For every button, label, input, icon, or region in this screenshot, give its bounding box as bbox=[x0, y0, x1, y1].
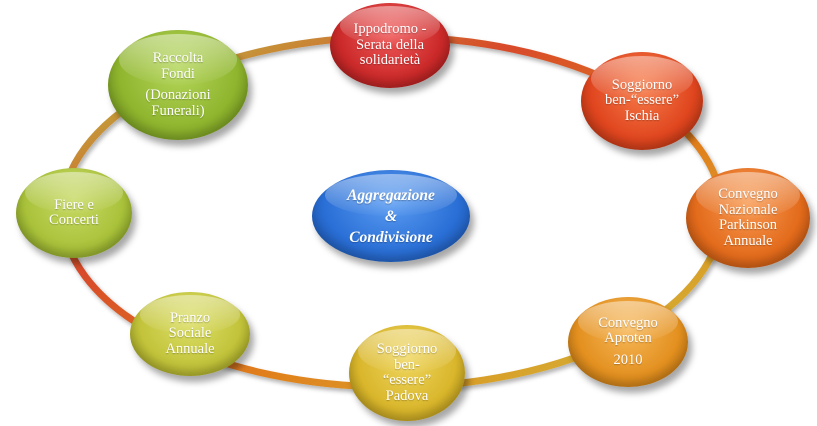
node-convegno-aproten-line3: 2010 bbox=[613, 351, 643, 368]
node-convegno-parkinson-line3: Parkinson bbox=[719, 217, 777, 233]
node-pranzo-sociale-line3: Annuale bbox=[165, 340, 215, 357]
node-raccolta-fondi-line2: Fondi bbox=[161, 65, 195, 82]
node-raccolta-fondi-line4: Funerali) bbox=[151, 102, 205, 119]
node-convegno-parkinson: Convegno Nazionale Parkinson Annuale bbox=[686, 168, 810, 268]
node-fiere-concerti-line1: Fiere e bbox=[54, 196, 94, 213]
node-soggiorno-ischia: Soggiorno ben-“essere” Ischia bbox=[581, 52, 703, 150]
node-soggiorno-ischia-line1: Soggiorno bbox=[611, 76, 673, 93]
node-convegno-parkinson-line4: Annuale bbox=[723, 232, 773, 249]
center-line1: Aggregazione bbox=[347, 186, 435, 204]
node-soggiorno-padova-line3: “essere” bbox=[382, 372, 432, 388]
node-fiere-concerti: Fiere e Concerti bbox=[16, 168, 132, 258]
node-soggiorno-padova-line2: ben- bbox=[394, 356, 420, 373]
node-raccolta-fondi-line3: (Donazioni bbox=[145, 87, 211, 103]
node-soggiorno-ischia-line3: Ischia bbox=[624, 107, 660, 124]
node-soggiorno-padova: Soggiorno ben- “essere” Padova bbox=[349, 325, 465, 421]
node-ippodromo-line2: Serata della bbox=[355, 36, 425, 53]
center-line3: Condivisione bbox=[349, 228, 433, 246]
node-fiere-concerti-line2: Concerti bbox=[49, 212, 99, 228]
node-pranzo-sociale-line1: Pranzo bbox=[169, 309, 211, 326]
center-line2: & bbox=[384, 207, 398, 225]
node-convegno-parkinson-line2: Nazionale bbox=[718, 201, 778, 218]
node-ippodromo-line1: Ippodromo - bbox=[353, 21, 427, 38]
node-pranzo-sociale-line2: Sociale bbox=[168, 325, 212, 342]
node-convegno-aproten: Convegno Aproten 2010 bbox=[568, 297, 688, 387]
node-raccolta-fondi-line1: Raccolta bbox=[152, 50, 204, 66]
node-soggiorno-padova-line1: Soggiorno bbox=[376, 341, 438, 357]
node-ippodromo-line3: solidarietà bbox=[359, 52, 421, 69]
node-convegno-parkinson-line1: Convegno bbox=[718, 186, 778, 202]
node-convegno-aproten-line2: Aproten bbox=[604, 330, 652, 347]
node-raccolta-fondi: Raccolta Fondi (Donazioni Funerali) bbox=[108, 30, 248, 140]
node-ippodromo: Ippodromo - Serata della solidarietà bbox=[330, 3, 450, 88]
node-soggiorno-ischia-line2: ben-“essere” bbox=[604, 92, 680, 109]
node-pranzo-sociale: Pranzo Sociale Annuale bbox=[130, 292, 250, 376]
node-soggiorno-padova-line4: Padova bbox=[385, 387, 429, 404]
center-node: Aggregazione & Condivisione bbox=[312, 170, 470, 262]
node-convegno-aproten-line1: Convegno bbox=[598, 314, 658, 331]
